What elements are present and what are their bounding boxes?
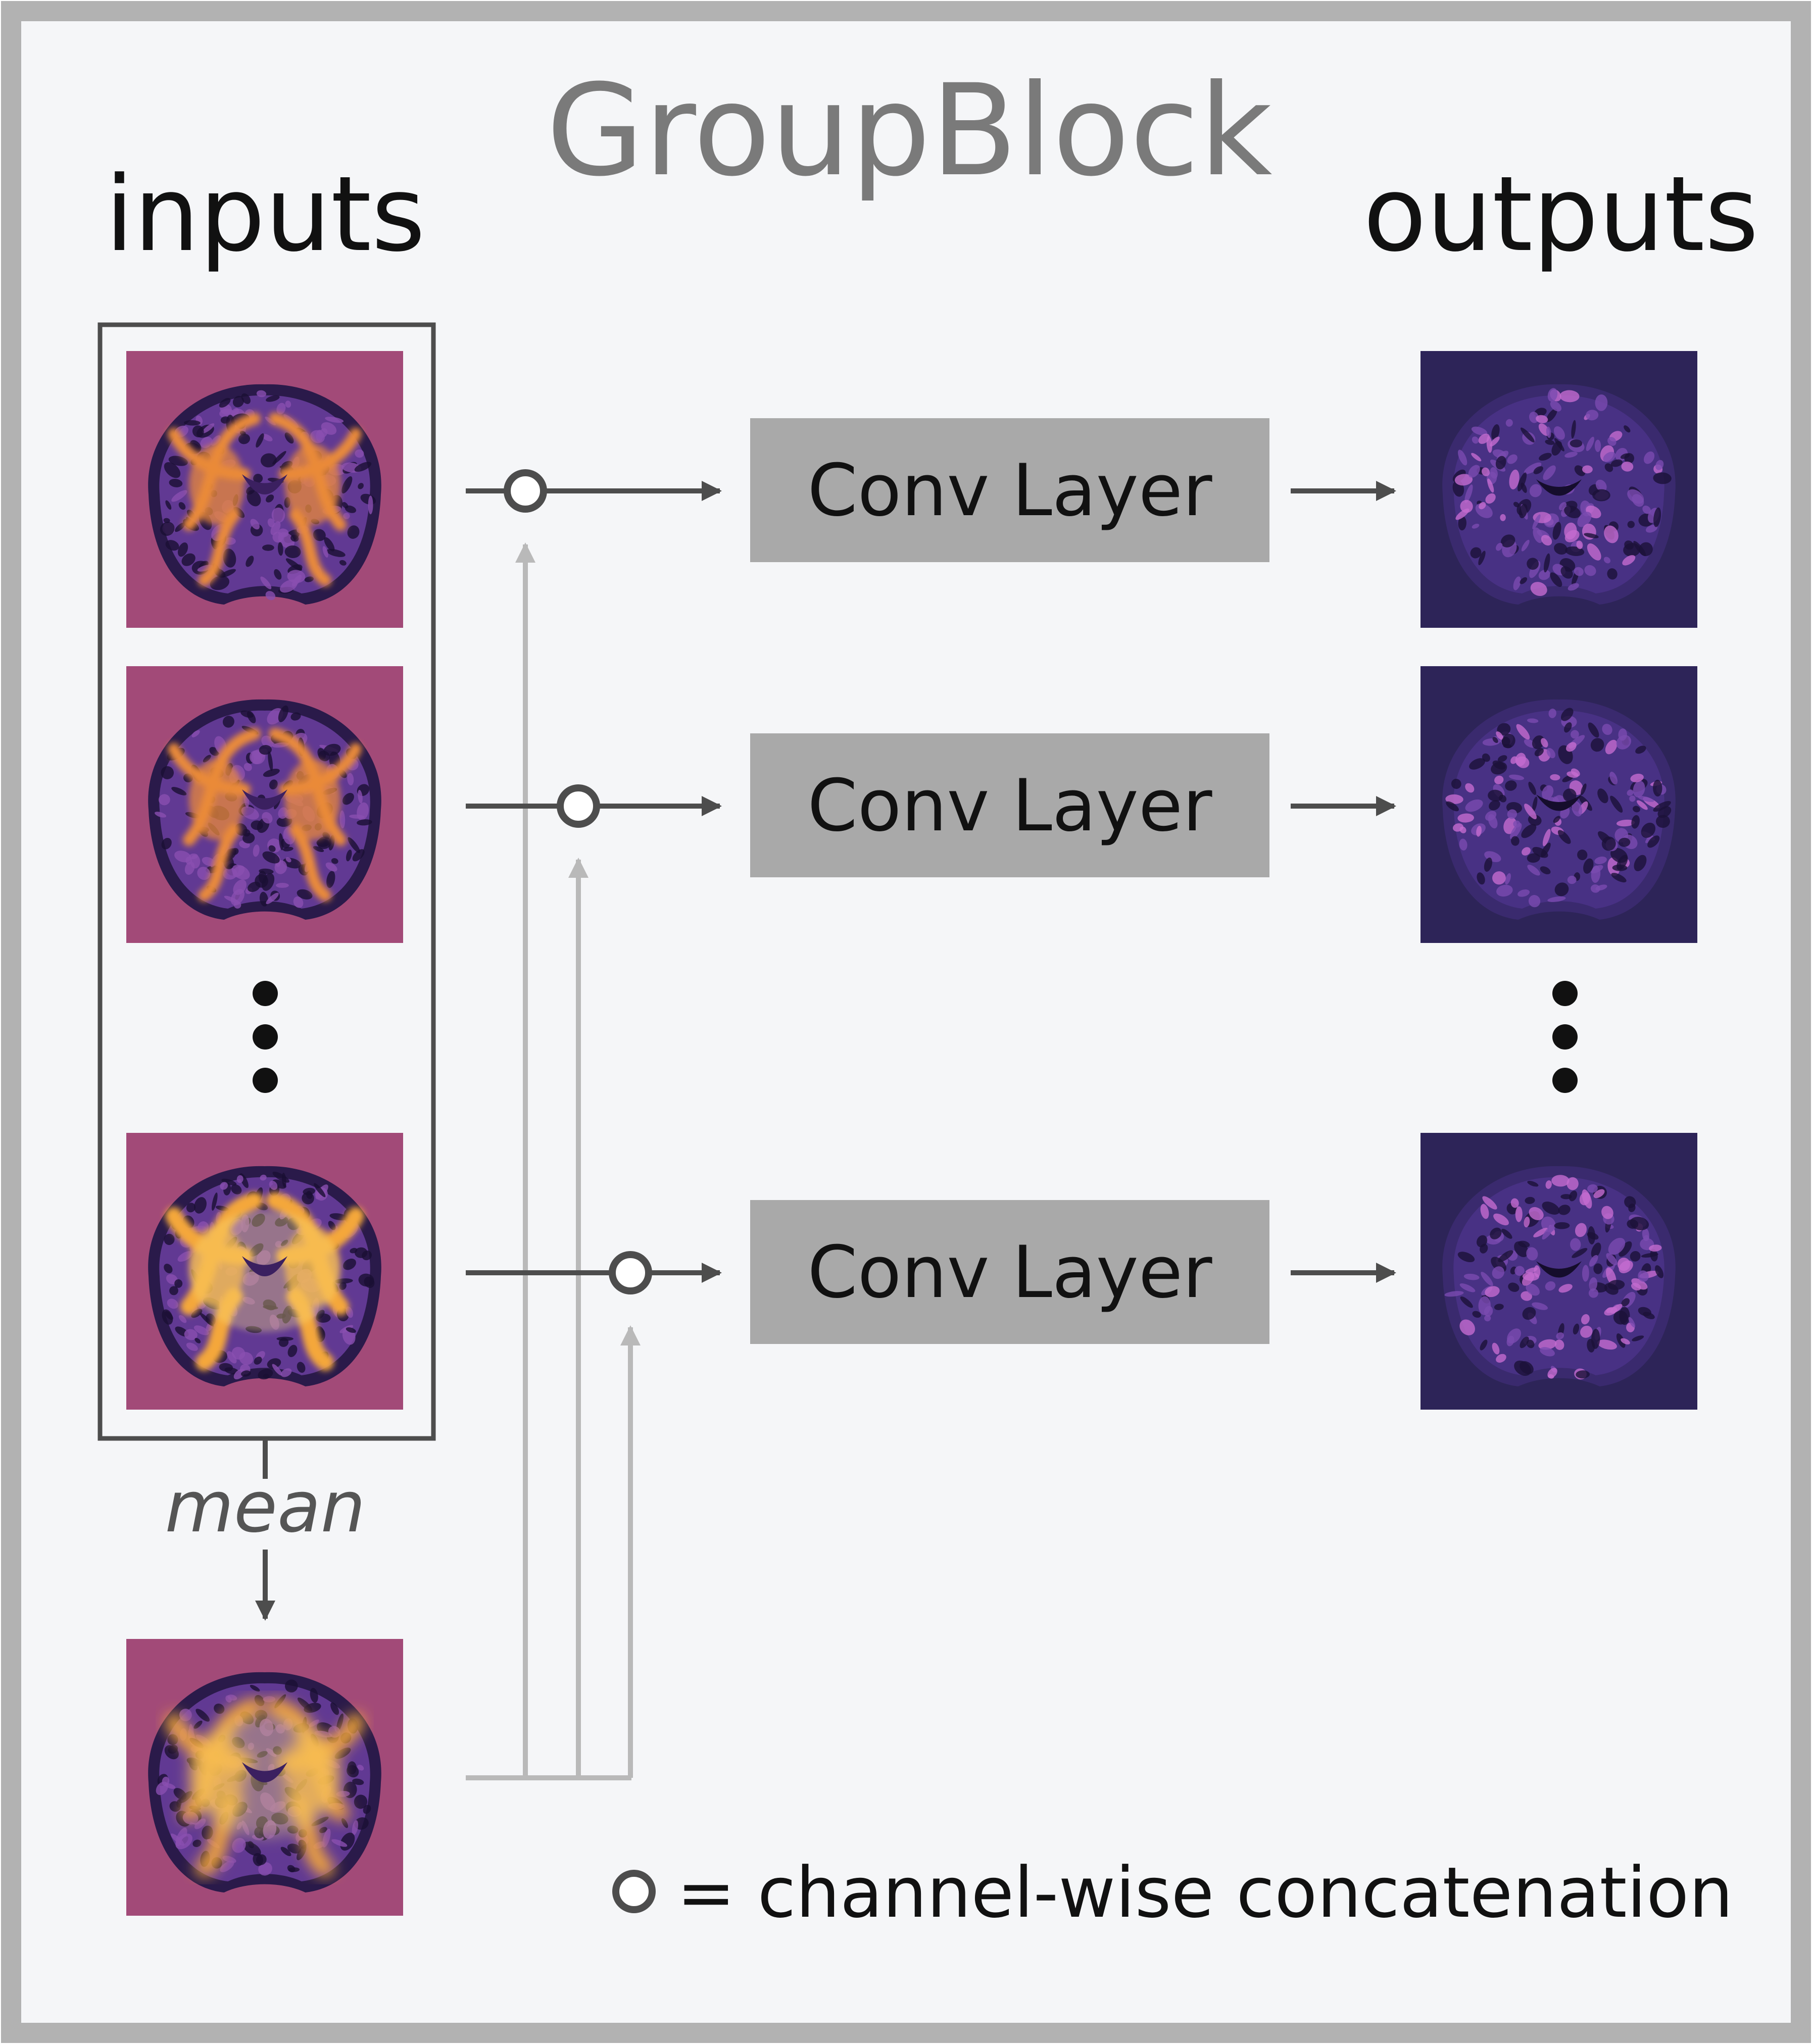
outputs-label: outputs [1363,155,1759,275]
concat-circle-2 [557,784,600,828]
brain-scan-input-1 [126,351,403,628]
legend: = channel-wise concatenation [612,1852,1733,1933]
brain-scan-input-3 [126,1133,403,1410]
conv-layer-2-label: Conv Layer [807,764,1212,847]
circle-icon [612,1870,656,1913]
brain-scan-output-3 [1421,1133,1697,1410]
conv-layer-3-label: Conv Layer [807,1231,1212,1314]
outputs-ellipsis [1552,981,1578,1093]
mean-connections [466,542,641,1780]
conv-layer-1: Conv Layer [750,418,1269,562]
row-1-connection [466,469,722,513]
legend-text: = channel-wise concatenation [677,1852,1733,1933]
brain-scan-input-2 [126,666,403,943]
conv-layer-1-label: Conv Layer [807,449,1212,532]
brain-scan-mean [126,1639,403,1916]
conv-layer-2: Conv Layer [750,733,1269,877]
conv-layer-3: Conv Layer [750,1200,1269,1344]
brain-scan-output-1 [1421,351,1697,628]
diagram-title: GroupBlock [546,57,1272,204]
inputs-ellipsis [253,981,278,1093]
row-2-connection [466,784,722,828]
concat-circle-3 [609,1251,652,1294]
row-3-connection [466,1251,722,1294]
inputs-label: inputs [105,155,425,275]
brain-scan-output-2 [1421,666,1697,943]
mean-label: mean [165,1466,365,1549]
concat-circle-1 [504,469,547,513]
